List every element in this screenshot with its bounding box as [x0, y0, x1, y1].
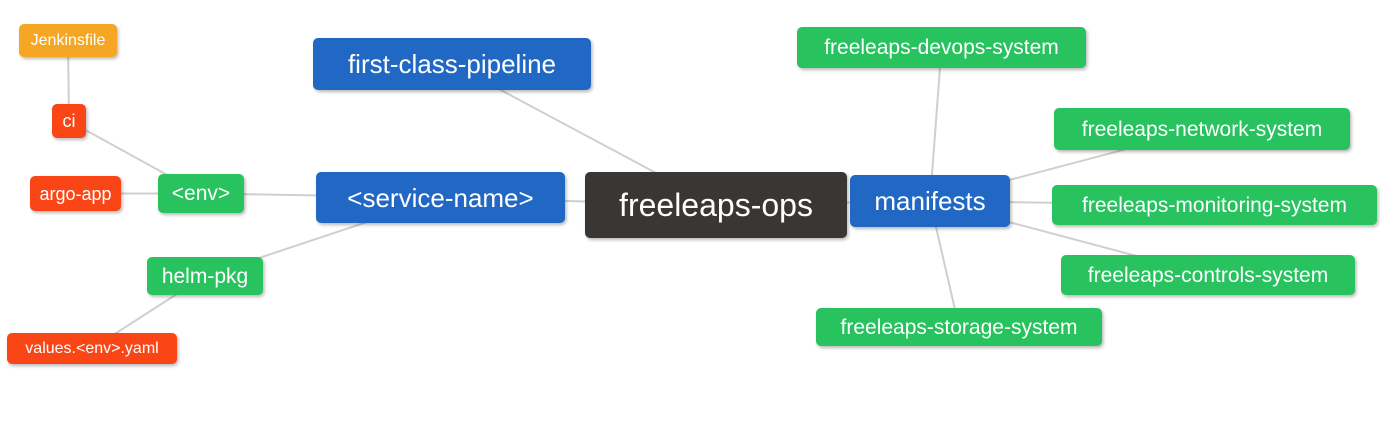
node-freeleaps-monitoring-system[interactable]: freeleaps-monitoring-system: [1052, 185, 1377, 225]
node-first-class-pipeline[interactable]: first-class-pipeline: [313, 38, 591, 90]
node-label: helm-pkg: [161, 264, 249, 288]
node-freeleaps-storage-system[interactable]: freeleaps-storage-system: [816, 308, 1102, 346]
node-ci[interactable]: ci: [52, 104, 86, 138]
node-label: Jenkinsfile: [30, 31, 106, 49]
node-label: argo-app: [39, 183, 112, 204]
node-label: manifests: [874, 186, 986, 216]
node-label: freeleaps-ops: [619, 187, 813, 223]
node-label: freeleaps-monitoring-system: [1082, 193, 1347, 217]
node-jenkinsfile[interactable]: Jenkinsfile: [19, 24, 117, 57]
node-label: freeleaps-network-system: [1081, 117, 1323, 141]
node-label: ci: [62, 111, 76, 131]
node-freeleaps-ops[interactable]: freeleaps-ops: [585, 172, 847, 238]
node-label: values.<env>.yaml: [25, 339, 159, 357]
node-label: freeleaps-storage-system: [840, 315, 1078, 339]
node-freeleaps-devops-system[interactable]: freeleaps-devops-system: [797, 27, 1086, 68]
node-label: <env>: [171, 182, 231, 205]
node-helm-pkg[interactable]: helm-pkg: [147, 257, 263, 295]
node-label: freeleaps-controls-system: [1087, 263, 1329, 287]
node-label: <service-name>: [347, 182, 534, 213]
node-label: first-class-pipeline: [347, 49, 557, 79]
node-label: freeleaps-devops-system: [824, 36, 1059, 59]
node-env[interactable]: <env>: [158, 174, 244, 213]
node-manifests[interactable]: manifests: [850, 175, 1010, 227]
node-freeleaps-network-system[interactable]: freeleaps-network-system: [1054, 108, 1350, 150]
node-values-env-yaml[interactable]: values.<env>.yaml: [7, 333, 177, 364]
node-service-name[interactable]: <service-name>: [316, 172, 565, 223]
node-freeleaps-controls-system[interactable]: freeleaps-controls-system: [1061, 255, 1355, 295]
node-argo-app[interactable]: argo-app: [30, 176, 121, 211]
